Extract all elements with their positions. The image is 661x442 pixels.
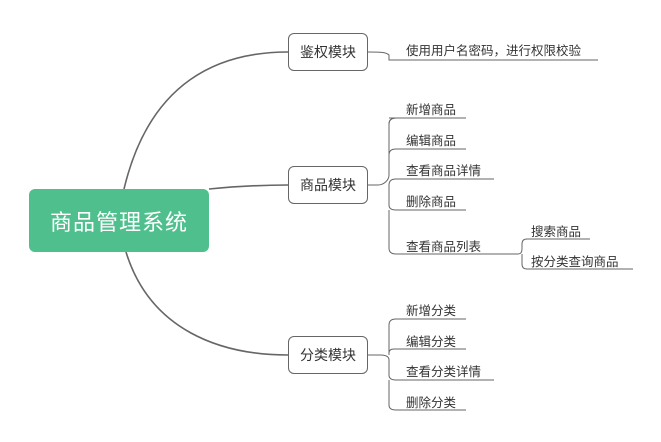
leaf-product-by-category[interactable]: 按分类查询商品 [531,254,619,269]
leaf-product-edit[interactable]: 编辑商品 [406,133,457,148]
leaf-category-delete[interactable]: 删除分类 [406,395,457,410]
connector-list-children [516,238,633,270]
leaf-category-edit[interactable]: 编辑分类 [406,334,457,349]
module-node-auth[interactable]: 鉴权模块 [288,33,368,71]
connector-root-category [125,251,289,356]
module-node-category[interactable]: 分类模块 [288,336,368,374]
leaf-product-list[interactable]: 查看商品列表 [406,239,482,254]
connector-product-spine [368,117,397,186]
leaf-product-add[interactable]: 新增商品 [406,102,457,117]
leaf-category-add[interactable]: 新增分类 [406,303,457,318]
connector-auth-leaf [367,51,598,61]
root-node[interactable]: 商品管理系统 [29,189,209,252]
leaf-category-detail[interactable]: 查看分类详情 [406,364,482,379]
leaf-product-detail[interactable]: 查看商品详情 [406,163,482,178]
leaf-auth-credentials[interactable]: 使用用户名密码，进行权限校验 [406,43,582,58]
connector-root-product [208,184,289,190]
leaf-product-delete[interactable]: 删除商品 [406,194,457,209]
leaf-product-search[interactable]: 搜索商品 [531,224,582,239]
connector-category-items [368,318,494,411]
connector-product-items [388,117,516,255]
module-label-auth: 鉴权模块 [300,45,356,61]
module-node-product[interactable]: 商品模块 [288,166,368,204]
root-node-label: 商品管理系统 [49,210,188,236]
module-label-category: 分类模块 [300,348,356,364]
connector-root-auth [123,51,289,190]
module-label-product: 商品模块 [300,178,356,194]
